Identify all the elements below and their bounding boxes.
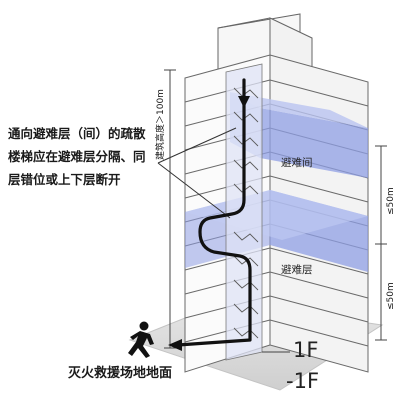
callout-line-3: 层错位或上下层断开 [8, 172, 121, 187]
ground-label: 灭火救援场地地面 [68, 366, 173, 381]
refuge-floor-label: 避难层 [281, 264, 313, 276]
evacuation-route [176, 78, 252, 347]
interval-lower-label: ≤50m [386, 282, 396, 310]
route-arrow-exit-icon [168, 339, 182, 351]
refuge-room-label: 避难间 [281, 157, 313, 169]
floor-b1-label: -1F [286, 369, 320, 393]
height-dimension [164, 69, 176, 349]
callout-leaders [157, 127, 237, 219]
floor-1f-label: 1F [293, 338, 319, 362]
callout-line-1: 通向避难层（间）的疏散 [8, 126, 146, 141]
callout-line-2: 楼梯应在避难层分隔、同 [8, 149, 146, 164]
route-arrow-down-icon [238, 96, 250, 108]
building-height-label: 建筑高度＞100m [156, 89, 166, 160]
interval-dimension [375, 145, 387, 341]
running-person-icon [128, 321, 154, 358]
interval-upper-label: ≤50m [386, 187, 396, 215]
